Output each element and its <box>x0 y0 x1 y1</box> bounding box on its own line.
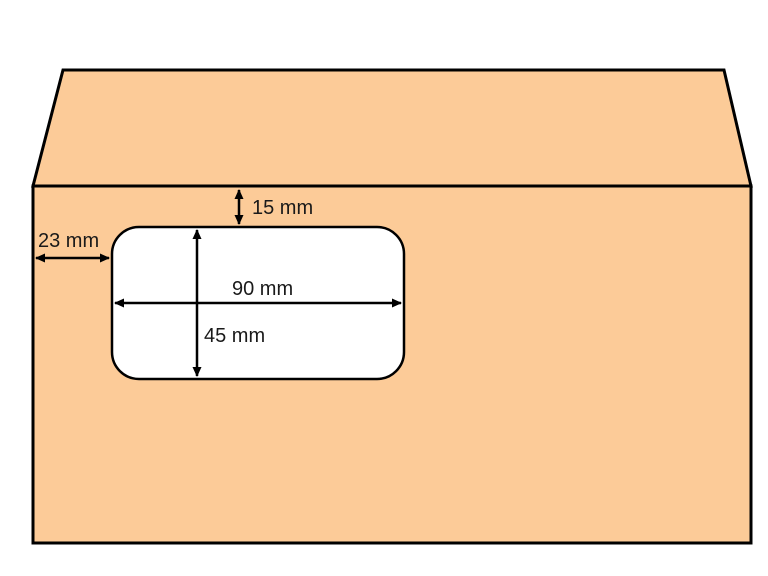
window-width-label: 90 mm <box>232 278 293 300</box>
top-margin-label: 15 mm <box>252 197 313 219</box>
envelope-flap <box>31 68 753 188</box>
window-height-label: 45 mm <box>204 325 265 347</box>
left-margin-label: 23 mm <box>38 230 99 252</box>
